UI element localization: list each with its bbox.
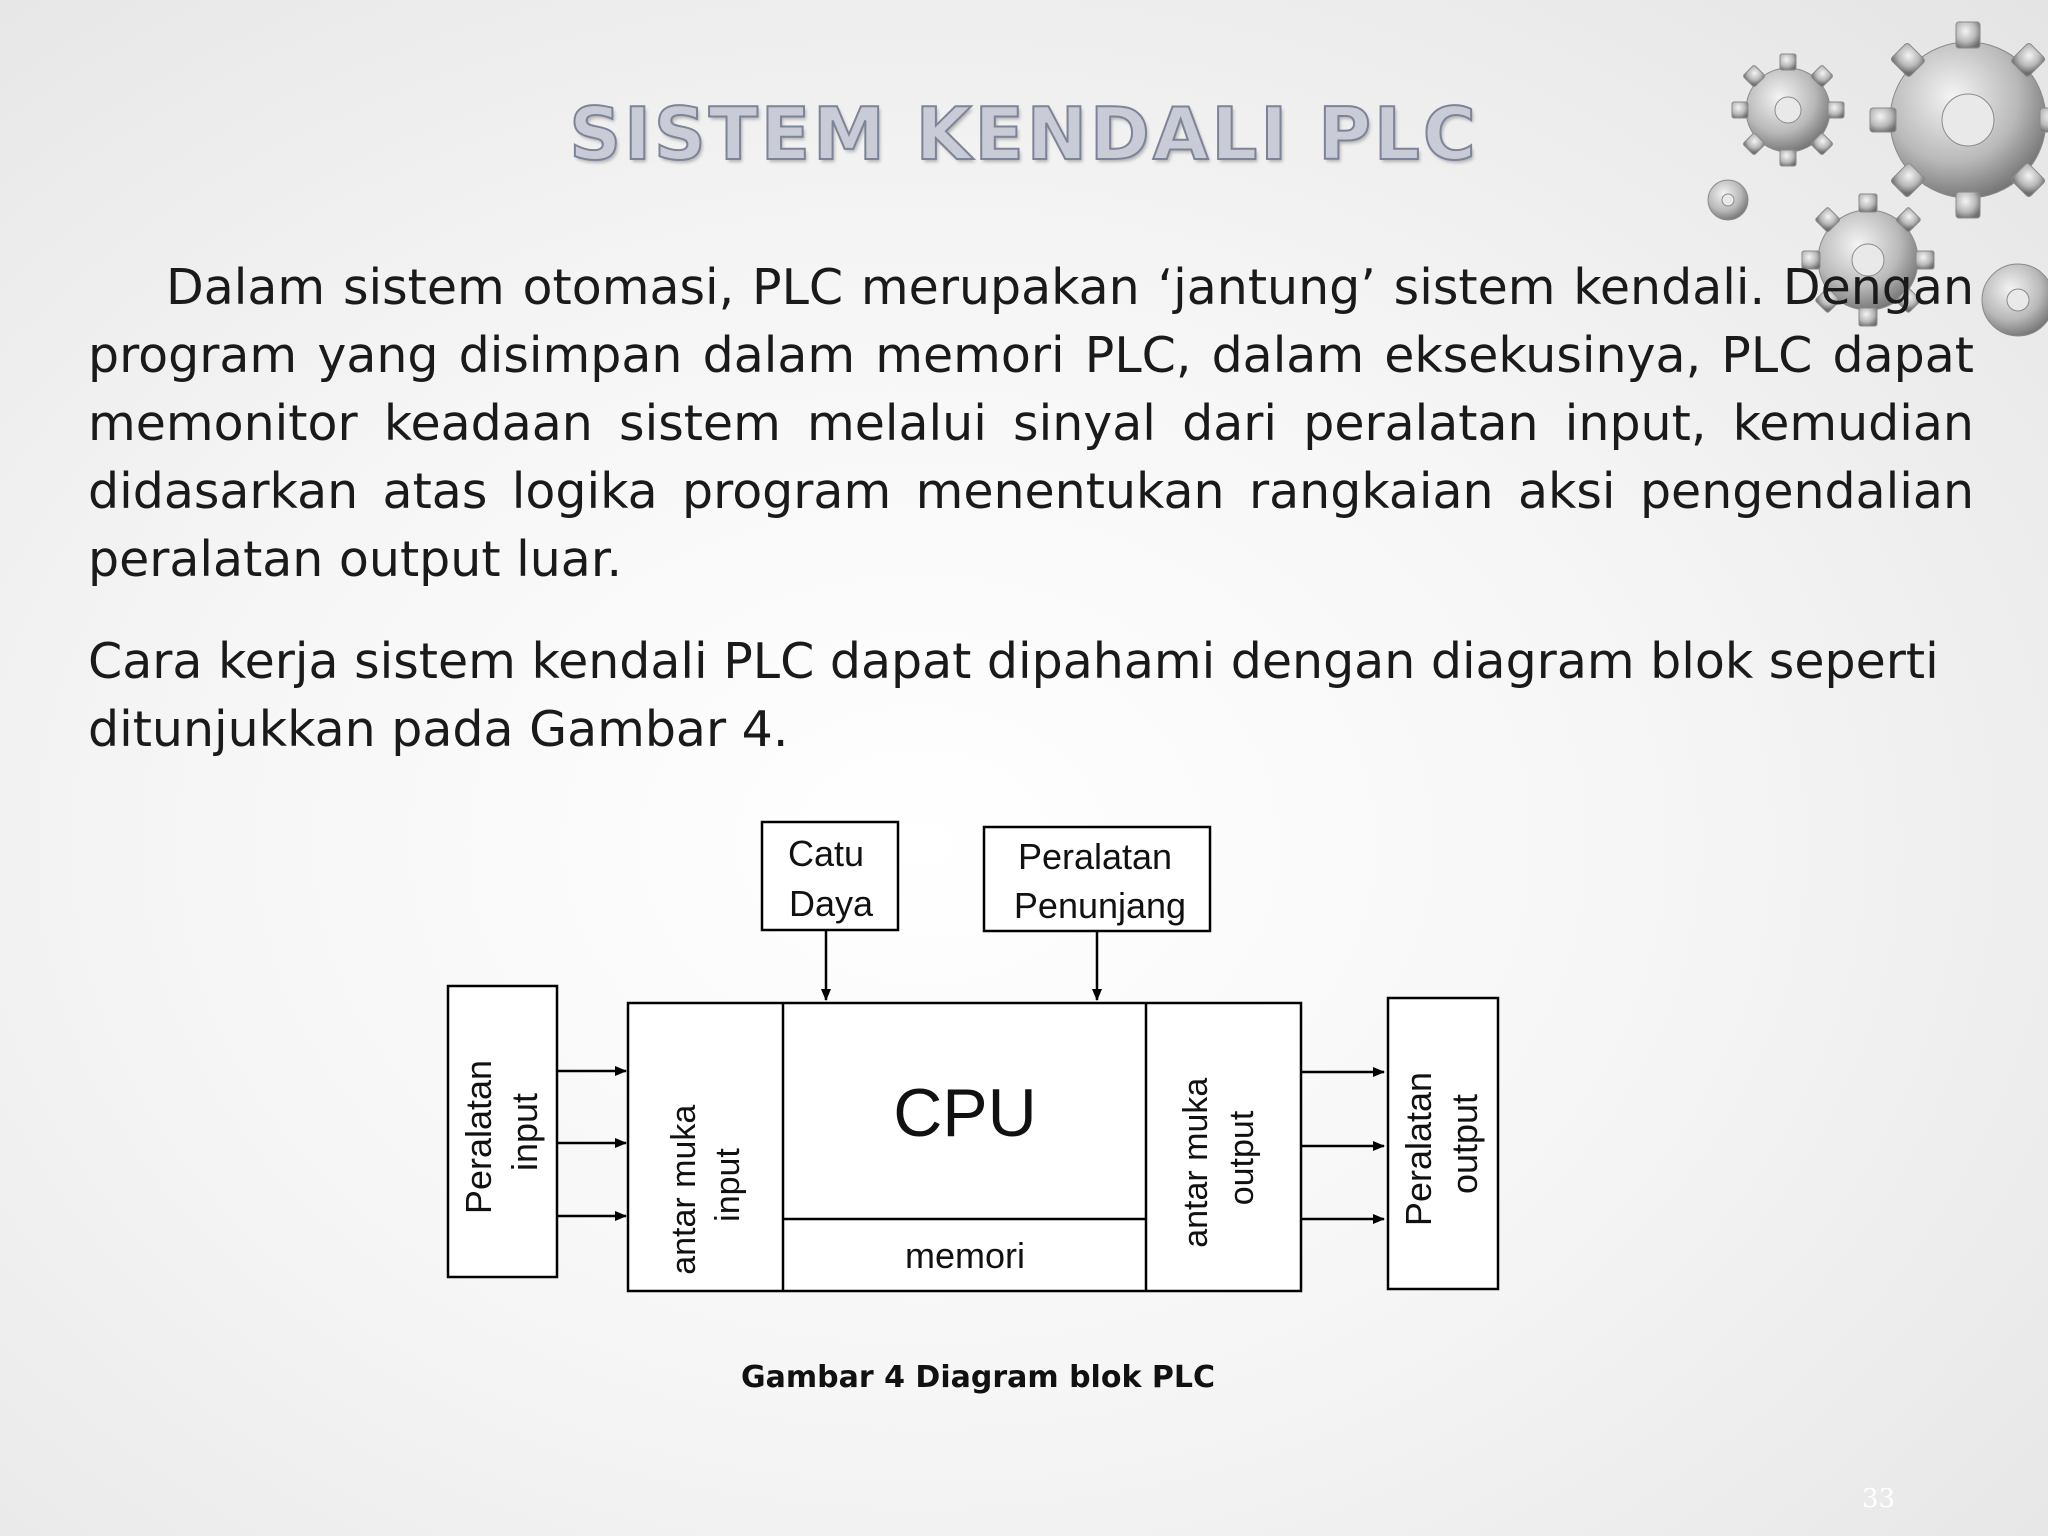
svg-text:antar muka input: antar muka input: [665, 1095, 747, 1275]
peralatan-input-label-1: Peralatan: [458, 1060, 499, 1214]
antar-muka-input-label-1: antar muka: [665, 1105, 703, 1275]
catu-daya-label-1: Catu: [788, 833, 864, 874]
cpu-label: CPU: [893, 1075, 1037, 1151]
gears-decoration: [1707, 21, 2048, 337]
page-number: 33: [1862, 1484, 1896, 1514]
antar-muka-output-label-2: output: [1223, 1110, 1261, 1205]
peralatan-output-block: [1386, 996, 1500, 1291]
catu-daya-label-2: Daya: [789, 883, 874, 924]
gear-icon: [1707, 21, 2048, 337]
penunjang-label-1: Peralatan: [1018, 836, 1172, 877]
peralatan-penunjang-block: [982, 825, 1212, 933]
svg-text:Peralatan input: Peralatan input: [458, 1050, 545, 1214]
catu-daya-block: [760, 820, 900, 932]
penunjang-label-2: Penunjang: [1014, 885, 1186, 926]
svg-text:Catu Daya: Catu Daya: [788, 833, 874, 924]
antar-muka-output-label-1: antar muka: [1177, 1078, 1215, 1248]
peralatan-output-label-2: output: [1444, 1094, 1485, 1194]
peralatan-input-label-2: input: [504, 1093, 545, 1171]
peralatan-input-block: [446, 984, 559, 1279]
slide-title: SISTEM KENDALI PLC: [568, 91, 1479, 177]
body-paragraph-2: Cara kerja sistem kendali PLC dapat dipa…: [88, 633, 1939, 758]
memori-label: memori: [905, 1235, 1025, 1276]
figure-caption: Gambar 4 Diagram blok PLC: [741, 1360, 1215, 1395]
svg-text:Peralatan output: Peralatan output: [1398, 1062, 1485, 1226]
antar-muka-input-label-2: input: [709, 1148, 747, 1222]
svg-text:Peralatan Penunjang: Peralatan Penunjang: [1014, 836, 1186, 926]
plc-main-block: [626, 1001, 1303, 1293]
svg-text:antar muka output: antar muka output: [1177, 1068, 1261, 1248]
body-paragraph-1: Dalam sistem otomasi, PLC merupakan ‘jan…: [88, 259, 1974, 588]
peralatan-output-label-1: Peralatan: [1398, 1072, 1439, 1226]
